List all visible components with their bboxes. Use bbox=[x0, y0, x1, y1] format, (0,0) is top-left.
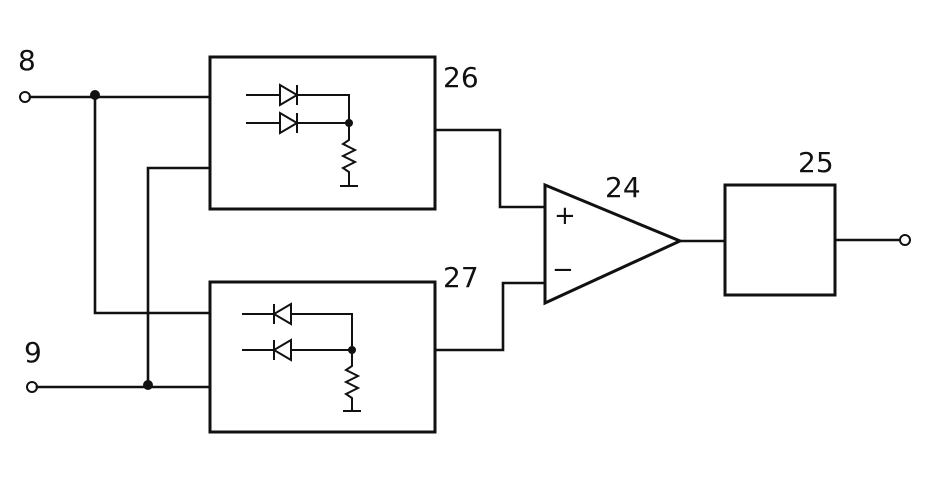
wire-26-to-plus bbox=[435, 130, 545, 207]
wire-9-to-26 bbox=[148, 168, 210, 387]
junction-dot-8 bbox=[90, 90, 100, 100]
block-27-label: 27 bbox=[443, 261, 479, 294]
wire-8-to-27 bbox=[95, 97, 210, 313]
terminal-9-label: 9 bbox=[24, 336, 42, 369]
terminal-8-node bbox=[20, 92, 30, 102]
output-terminal-node bbox=[900, 235, 910, 245]
block-26 bbox=[210, 57, 435, 209]
amplifier-24-label: 24 bbox=[605, 171, 641, 204]
terminal-9-node bbox=[27, 382, 37, 392]
block-27 bbox=[210, 282, 435, 432]
block-25-label: 25 bbox=[798, 146, 834, 179]
plus-input-label: + bbox=[554, 201, 576, 231]
minus-input-label: − bbox=[552, 255, 574, 285]
terminal-8-label: 8 bbox=[18, 44, 36, 77]
block-26-label: 26 bbox=[443, 61, 479, 94]
block-25 bbox=[725, 185, 835, 295]
junction-dot-9 bbox=[143, 380, 153, 390]
